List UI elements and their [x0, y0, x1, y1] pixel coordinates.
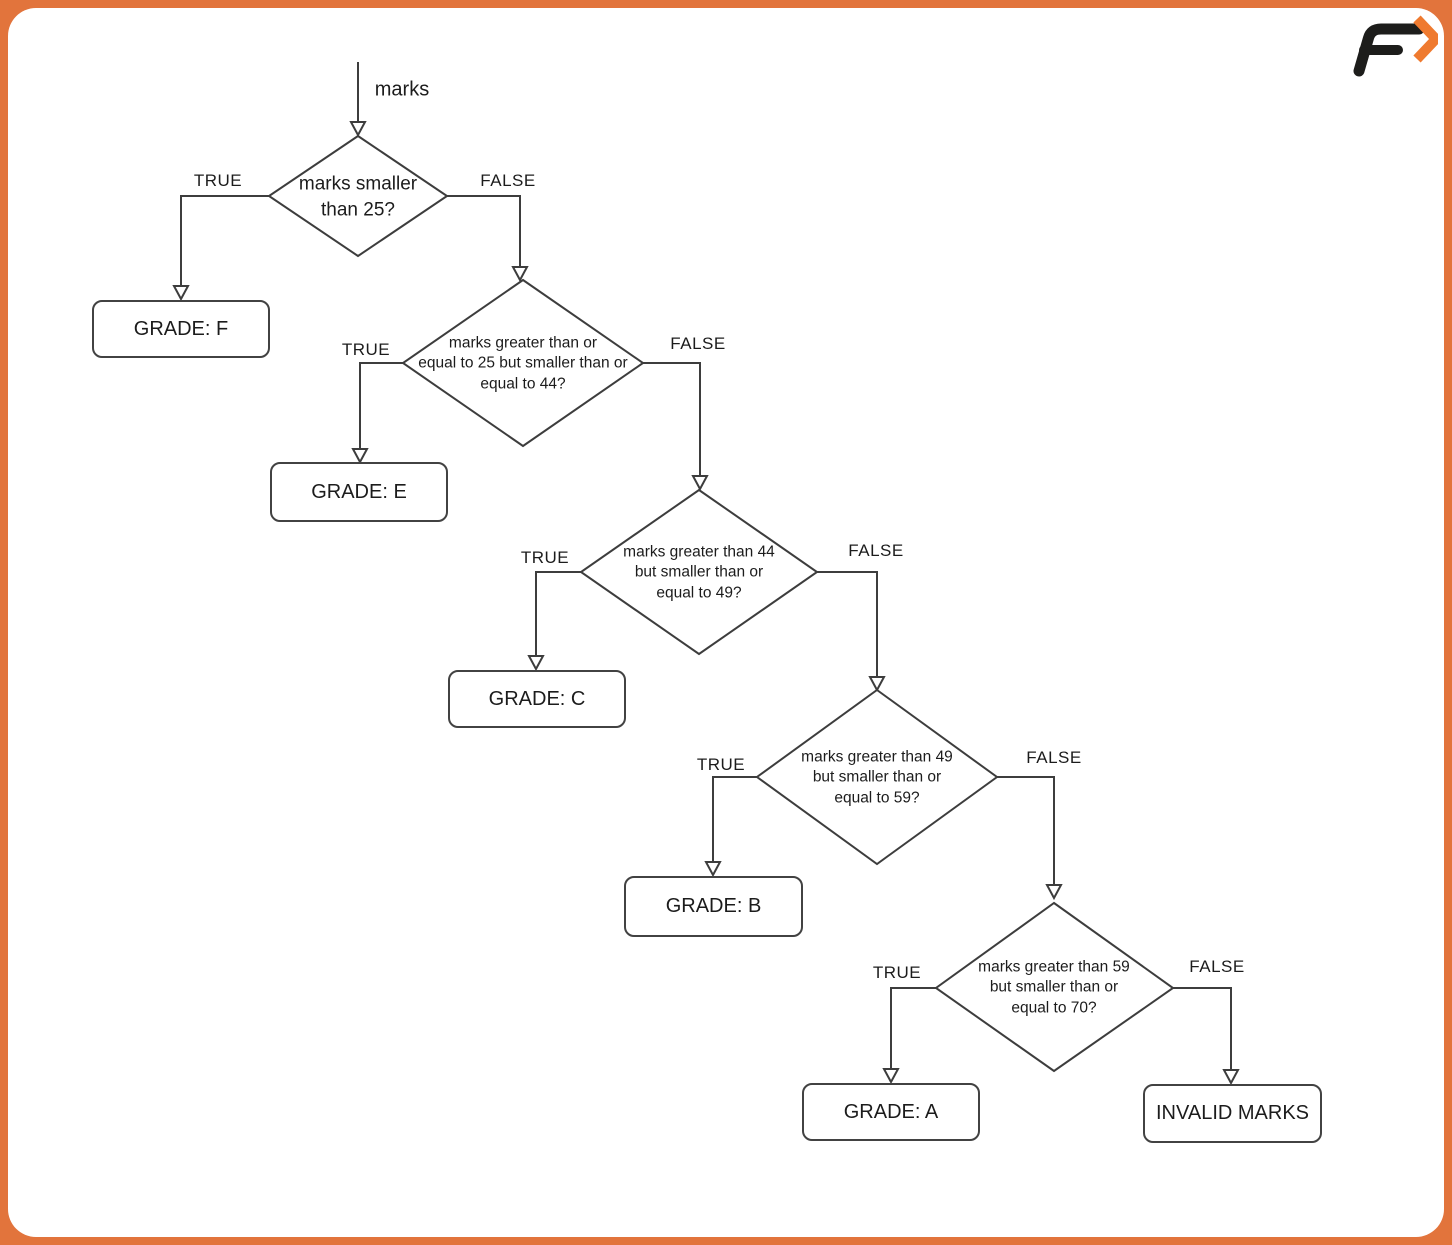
edge-d3-true: [535, 571, 581, 656]
edge-d1-false: [447, 195, 521, 267]
false-label-2: FALSE: [670, 334, 726, 353]
false-label-1: FALSE: [480, 171, 536, 190]
arrow-into-invalid-marks: [1222, 1069, 1240, 1086]
edge-d4-true: [712, 776, 757, 862]
decision-diamond-4: [755, 688, 999, 866]
terminal-grade-b: GRADE: B: [624, 876, 803, 937]
edge-d2-false: [643, 362, 701, 476]
terminal-invalid-marks: INVALID MARKS: [1143, 1084, 1322, 1143]
terminal-grade-e: GRADE: E: [270, 462, 448, 522]
decision-diamond-3: [579, 488, 819, 656]
start-label: marks: [374, 78, 430, 101]
decision-1-question: marks smaller than 25?: [298, 173, 418, 220]
decision-5-question: marks greater than 59 but smaller than o…: [978, 958, 1130, 1017]
decision-4-question: marks greater than 49 but smaller than o…: [801, 748, 953, 807]
false-label-5: FALSE: [1189, 957, 1245, 976]
true-label-2: TRUE: [341, 340, 391, 359]
false-label-3: FALSE: [848, 541, 904, 560]
arrow-into-grade-c: [527, 655, 545, 672]
arrow-into-d2: [511, 266, 529, 283]
edge-d2-true: [359, 362, 403, 449]
terminal-grade-c: GRADE: C: [448, 670, 626, 728]
edge-d5-true: [890, 987, 936, 1069]
decision-diamond-1: [267, 134, 449, 258]
arrow-into-grade-f: [172, 285, 190, 302]
arrow-into-d3: [691, 475, 709, 492]
true-label-3: TRUE: [520, 548, 570, 567]
arrow-into-d5: [1045, 884, 1063, 901]
arrow-into-grade-a: [882, 1068, 900, 1085]
edge-d3-false: [817, 571, 878, 677]
decision-2-question: marks greater than or equal to 25 but sm…: [418, 334, 628, 393]
terminal-grade-a: GRADE: A: [802, 1083, 980, 1141]
true-label-1: TRUE: [193, 171, 243, 190]
arrow-into-d1: [349, 121, 367, 138]
decision-diamond-5: [934, 901, 1175, 1073]
terminal-grade-f: GRADE: F: [92, 300, 270, 358]
true-label-4: TRUE: [696, 755, 746, 774]
brand-logo: [1334, 8, 1443, 80]
edge-d1-true: [180, 195, 269, 286]
edge-d4-false: [997, 776, 1055, 885]
decision-3-question: marks greater than 44 but smaller than o…: [623, 543, 775, 602]
false-label-4: FALSE: [1026, 748, 1082, 767]
f-arrow-logo-icon: [1353, 15, 1443, 77]
true-label-5: TRUE: [872, 963, 922, 982]
decision-diamond-2: [401, 278, 645, 448]
arrow-into-grade-b: [704, 861, 722, 878]
arrow-into-d4: [868, 676, 886, 693]
edge-d5-false: [1173, 987, 1232, 1070]
arrow-into-grade-e: [351, 448, 369, 465]
